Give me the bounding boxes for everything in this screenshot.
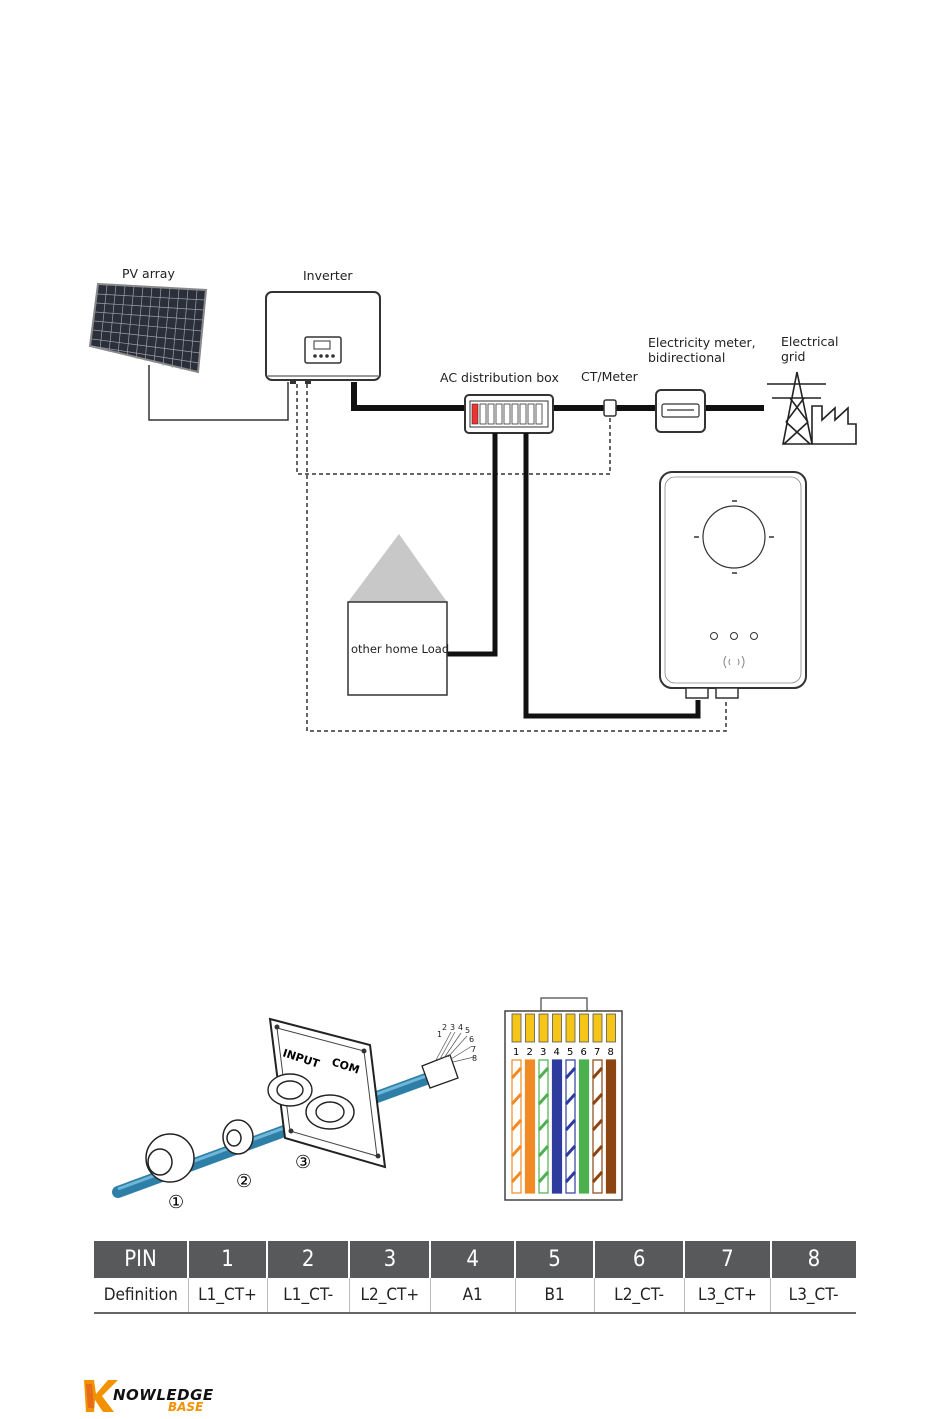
- inverter-unit: [266, 292, 380, 384]
- svg-text:3: 3: [450, 1023, 455, 1032]
- callout-1: ①: [168, 1192, 184, 1213]
- pin-wire-7: [593, 1060, 602, 1193]
- pin-contact-6: [580, 1014, 589, 1042]
- ac-box-label: AC distribution box: [440, 370, 559, 385]
- pin-contact-1: [512, 1014, 521, 1042]
- pin-number-2: 2: [267, 1241, 349, 1278]
- svg-text:8: 8: [472, 1054, 477, 1063]
- definition-4: A1: [430, 1278, 515, 1313]
- home-load-house: [348, 534, 447, 695]
- pv-array-panel: [90, 284, 206, 372]
- pin-wire-3: [539, 1060, 548, 1193]
- pv-array-label: PV array: [122, 266, 175, 281]
- gland-nut: [146, 1134, 194, 1182]
- pin-header-label: PIN: [94, 1241, 188, 1278]
- inverter-label: Inverter: [303, 268, 353, 283]
- pinout-number-2: 2: [527, 1047, 533, 1058]
- grid-label-line2: grid: [781, 349, 805, 364]
- rj45-plug: [422, 1032, 474, 1088]
- svg-text:4: 4: [458, 1023, 463, 1032]
- pin-contact-2: [526, 1014, 535, 1042]
- pinout-number-7: 7: [594, 1047, 600, 1058]
- input-label: INPUT: [281, 1046, 321, 1070]
- definition-5: B1: [515, 1278, 594, 1313]
- ct-meter-label: CT/Meter: [581, 369, 638, 384]
- pinout-number-4: 4: [554, 1047, 560, 1058]
- ct-clamp: [604, 400, 616, 416]
- gland-plate: [270, 1019, 385, 1167]
- pin-wire-1: [512, 1060, 521, 1193]
- svg-text:7: 7: [471, 1045, 476, 1054]
- pinout-number-1: 1: [513, 1047, 519, 1058]
- grid-label-line1: Electrical: [781, 334, 838, 349]
- logo-text-base: BASE: [168, 1400, 203, 1414]
- callout-2: ②: [236, 1171, 252, 1192]
- pin-number-3: 3: [349, 1241, 430, 1278]
- definition-6: L2_CT-: [594, 1278, 684, 1313]
- svg-text:5: 5: [465, 1026, 470, 1035]
- pinout-number-8: 8: [608, 1047, 614, 1058]
- pin-number-4: 4: [430, 1241, 515, 1278]
- ac-distribution-box: [465, 395, 553, 433]
- definition-7: L3_CT+: [684, 1278, 771, 1313]
- pin-number-5: 5: [515, 1241, 594, 1278]
- definition-3: L2_CT+: [349, 1278, 430, 1313]
- pin-number-6: 6: [594, 1241, 684, 1278]
- ev-charger-unit: [660, 472, 806, 698]
- definition-2: L1_CT-: [267, 1278, 349, 1313]
- pin-wire-6: [580, 1060, 589, 1193]
- com-label: COM: [330, 1055, 361, 1076]
- pin-wire-2: [526, 1060, 535, 1193]
- pin-contact-5: [566, 1014, 575, 1042]
- definition-1: L1_CT+: [188, 1278, 267, 1313]
- pin-contact-7: [593, 1014, 602, 1042]
- rj45-pinout: [505, 998, 622, 1200]
- pin-contact-8: [607, 1014, 616, 1042]
- seal-ring: [223, 1120, 253, 1154]
- pin-definition-row: Definition L1_CT+ L1_CT- L2_CT+ A1 B1 L2…: [94, 1278, 856, 1313]
- pin-wire-8: [607, 1060, 616, 1193]
- definition-8: L3_CT-: [771, 1278, 856, 1313]
- svg-text:2: 2: [442, 1023, 447, 1032]
- pinout-number-6: 6: [581, 1047, 587, 1058]
- pin-number-7: 7: [684, 1241, 771, 1278]
- pin-number-1: 1: [188, 1241, 267, 1278]
- pin-contact-3: [539, 1014, 548, 1042]
- electricity-meter: [656, 390, 705, 432]
- meter-label-line1: Electricity meter,: [648, 335, 756, 350]
- grid-tower-icon: [767, 372, 856, 444]
- pinout-number-5: 5: [567, 1047, 573, 1058]
- com-cable: [118, 1079, 426, 1192]
- meter-label-line2: bidirectional: [648, 350, 725, 365]
- pin-definition-table: PIN 1 2 3 4 5 6 7 8 Definition L1_CT+ L1…: [94, 1241, 856, 1314]
- callout-3: ③: [295, 1152, 311, 1173]
- pin-wire-5: [566, 1060, 575, 1193]
- svg-text:1: 1: [437, 1030, 442, 1039]
- home-load-label: other home Load: [351, 642, 449, 657]
- pin-wire-4: [553, 1060, 562, 1193]
- pin-header-row: PIN 1 2 3 4 5 6 7 8: [94, 1241, 856, 1278]
- pin-contact-4: [553, 1014, 562, 1042]
- definition-label: Definition: [94, 1278, 188, 1313]
- pinout-number-3: 3: [540, 1047, 546, 1058]
- pin-number-8: 8: [771, 1241, 856, 1278]
- svg-text:6: 6: [469, 1035, 474, 1044]
